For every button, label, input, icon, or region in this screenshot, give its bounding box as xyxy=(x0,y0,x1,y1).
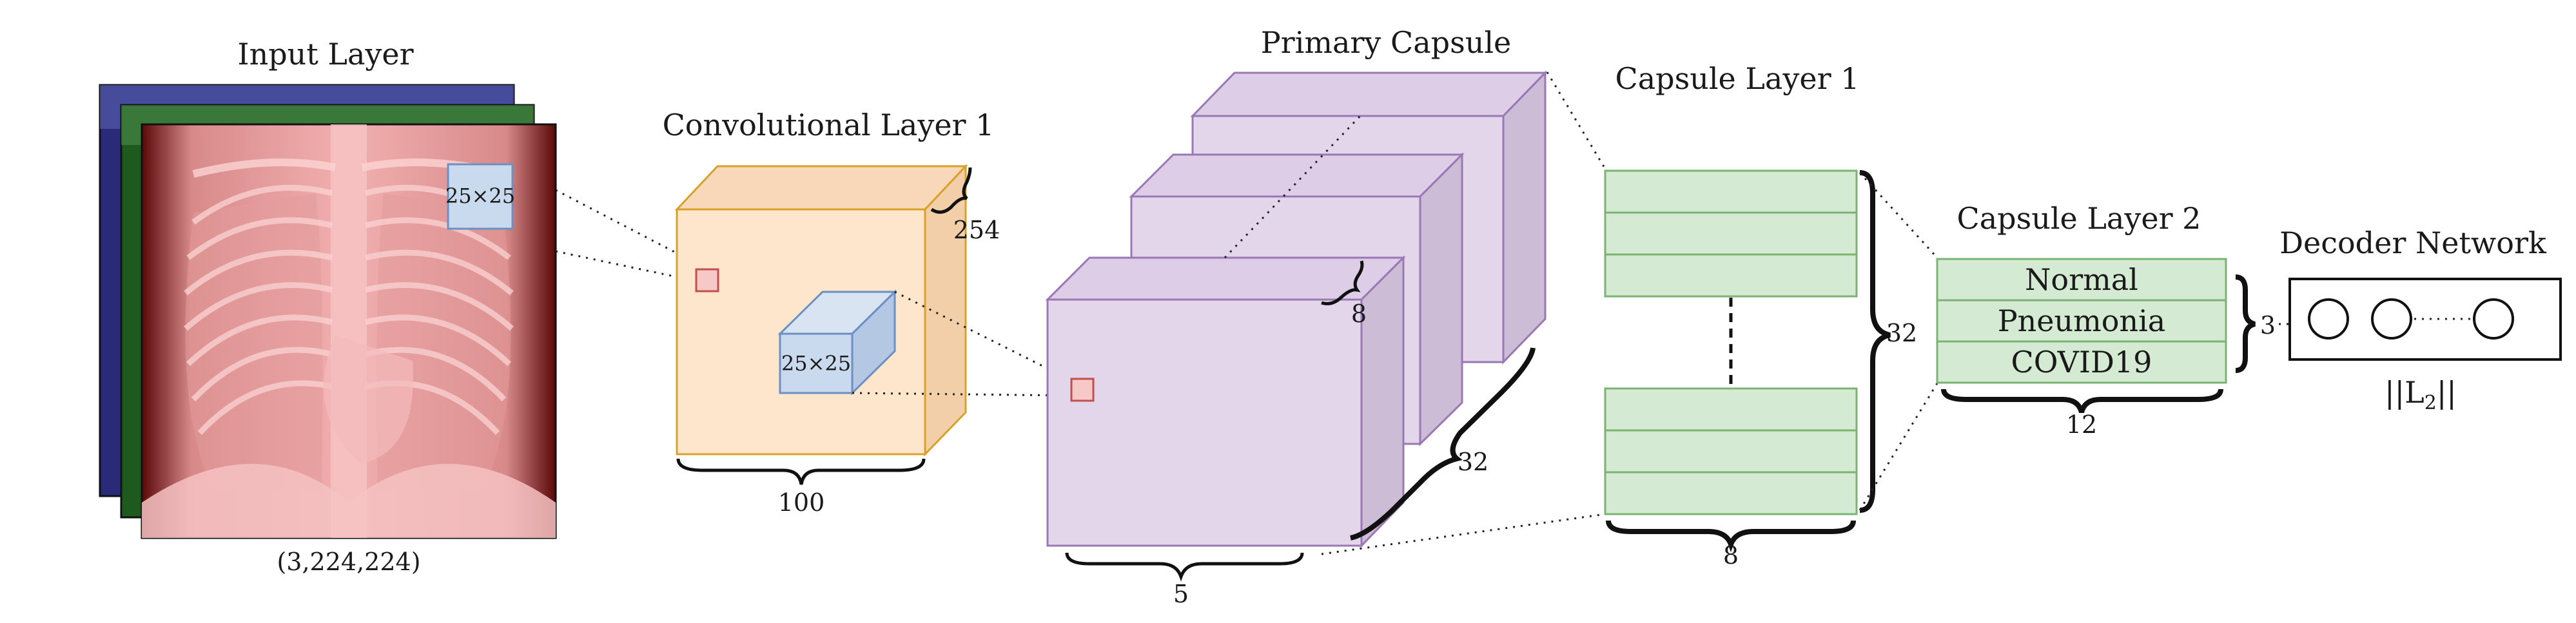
primary-capsule-title: Primary Capsule xyxy=(1261,25,1512,60)
conv-depth-label: 254 xyxy=(953,216,1000,244)
conv-layer: Convolutional Layer 1 25×25 100 254 xyxy=(663,108,1000,517)
class-box-covid19 xyxy=(1936,340,2227,384)
decoder-node-1 xyxy=(2308,298,2349,340)
caps-count-label: 32 xyxy=(1458,448,1488,476)
caps2-count-brace xyxy=(2235,274,2256,373)
caps1-width-label: 8 xyxy=(1723,541,1739,570)
caps1-count-label: 32 xyxy=(1886,319,1917,347)
caps1-count-brace xyxy=(1859,170,1891,513)
caps-cube-front xyxy=(1045,255,1406,548)
caps-depth-label: 8 xyxy=(1351,300,1367,328)
capsule-layer-2-title: Capsule Layer 2 xyxy=(1957,201,2201,236)
input-patch-label: 25×25 xyxy=(445,184,515,208)
decoder-node-3 xyxy=(2473,298,2514,340)
input-to-conv-connectors xyxy=(555,189,708,285)
conv-width-label: 100 xyxy=(778,488,825,517)
input-layer: Input Layer xyxy=(99,37,557,576)
caps1-width-brace xyxy=(1606,520,1856,553)
class-label-pneumonia: Pneumonia xyxy=(1998,303,2166,338)
caps2-count-label: 3 xyxy=(2260,311,2276,340)
input-patch xyxy=(447,163,514,230)
caps1-top-group xyxy=(1604,169,1858,298)
kernel-cube-front xyxy=(779,332,854,394)
capsule-layer-1-title: Capsule Layer 1 xyxy=(1615,61,1860,96)
conv-side-face xyxy=(924,164,967,457)
decoder-norm-label: ||L2|| xyxy=(2385,375,2457,414)
caps-count-brace xyxy=(1350,347,1536,541)
caps2-width-label: 12 xyxy=(2066,410,2097,439)
caps-width-brace xyxy=(1065,552,1304,582)
class-label-normal: Normal xyxy=(2025,262,2138,297)
capsule-layer-1: Capsule Layer 1 32 8 xyxy=(1604,61,1917,570)
caps-depth-brace xyxy=(1321,260,1364,305)
caps-to-layer1-connectors xyxy=(1321,72,1606,555)
conv-layer-title: Convolutional Layer 1 xyxy=(663,108,995,142)
conv-patch xyxy=(695,268,719,292)
primary-capsule: Primary Capsule 8 32 5 xyxy=(1045,25,1548,608)
input-shape-label: (3,224,224) xyxy=(277,548,420,576)
decoder-box xyxy=(2288,278,2562,361)
caps-patch xyxy=(1070,378,1095,402)
caps2-width-brace xyxy=(1941,388,2223,414)
decoder-network: Decoder Network ||L2|| xyxy=(2279,225,2562,414)
kernel-cube-side xyxy=(851,289,896,396)
decoder-node-2 xyxy=(2371,298,2412,340)
conv-depth-brace xyxy=(930,167,972,214)
conv-width-brace xyxy=(676,458,926,485)
conv-top-face xyxy=(674,165,968,211)
input-layer-title: Input Layer xyxy=(237,37,413,72)
capsule-layer-2: Capsule Layer 2 Normal Pneumonia COVID19… xyxy=(1936,201,2276,439)
caps1-bottom-group xyxy=(1604,387,1858,515)
xray-image xyxy=(141,123,557,539)
decoder-title: Decoder Network xyxy=(2279,225,2547,260)
layer1-to-layer2-connectors xyxy=(1859,171,1938,511)
kernel-label: 25×25 xyxy=(781,351,851,376)
caps-stack-diagonal xyxy=(1224,115,1361,259)
caps-width-label: 5 xyxy=(1173,580,1189,608)
class-label-covid19: COVID19 xyxy=(2011,345,2152,379)
